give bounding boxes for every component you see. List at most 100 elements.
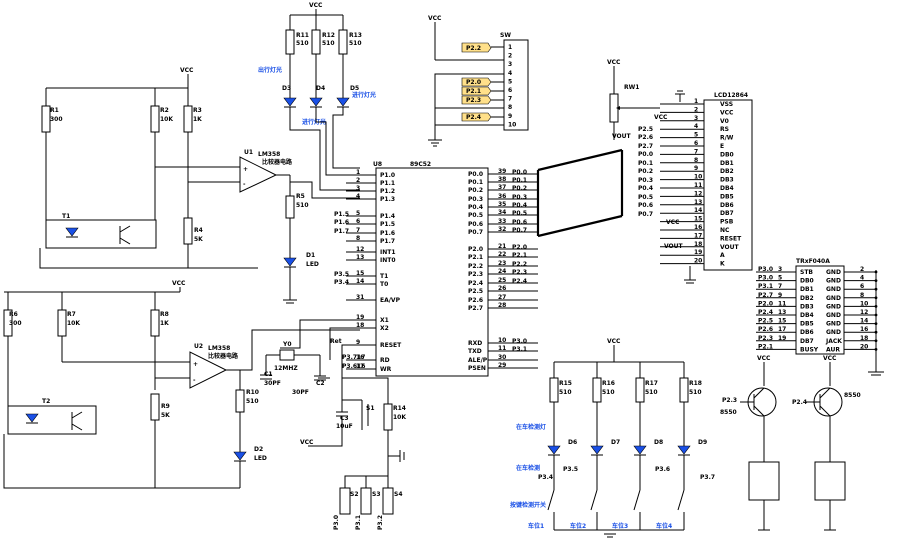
lcd-pin-num: 20 bbox=[694, 258, 702, 265]
d5-ref: D5 bbox=[350, 85, 359, 92]
pot-rw1: VCC RW1 VOUT bbox=[607, 59, 660, 140]
voice-pin-name: DB5 bbox=[800, 321, 814, 328]
r17-ref: R17 bbox=[645, 380, 658, 387]
voice-net: P3.0 bbox=[758, 266, 773, 273]
switch-1[interactable] bbox=[547, 489, 555, 511]
mcu-pin-num: 6 bbox=[356, 218, 360, 225]
voice-pin-num: 12 bbox=[860, 309, 868, 316]
c1-val: 30PF bbox=[264, 380, 281, 387]
lcd-pin-name: RS bbox=[720, 126, 729, 133]
d1-ref: D1 bbox=[306, 252, 315, 259]
u2-sub: 比较器电路 bbox=[208, 352, 239, 360]
key-s2[interactable] bbox=[339, 487, 351, 515]
r12-val: 510 bbox=[322, 40, 335, 47]
lcd-pin-name: E bbox=[720, 143, 724, 150]
mcu-pin-name: P2.1 bbox=[468, 254, 483, 261]
mcu-pin-name: EA/VP bbox=[380, 297, 401, 304]
u2-ref: U2 bbox=[194, 343, 203, 350]
led-caption-2: 在车检测 bbox=[516, 464, 540, 472]
r10-ref: R10 bbox=[246, 389, 259, 396]
tag-p23-text: P2.3 bbox=[466, 97, 481, 104]
mcu-pin-num: 31 bbox=[356, 294, 364, 301]
voice-pin-name: DB6 bbox=[800, 329, 814, 336]
lcd-pin-num: 1 bbox=[694, 98, 698, 105]
mcu-pin-num: 37 bbox=[498, 184, 506, 191]
mcu-pin-name: RESET bbox=[380, 342, 402, 349]
r13-val: 510 bbox=[349, 40, 362, 47]
key-s4[interactable] bbox=[382, 487, 394, 515]
d6-ref: D6 bbox=[568, 439, 577, 446]
pot-r4 bbox=[183, 217, 193, 245]
mcu-pin-num: 38 bbox=[498, 176, 506, 183]
mcu-pin-num: 15 bbox=[356, 270, 364, 277]
switch-4[interactable] bbox=[677, 489, 685, 511]
mcu-pin-name: INT1 bbox=[380, 249, 396, 256]
resistor-r5 bbox=[285, 195, 295, 219]
r17-val: 510 bbox=[645, 389, 658, 396]
net-p31: P3.1 bbox=[512, 346, 527, 353]
switch-caption: 按键检测开关 bbox=[510, 501, 546, 509]
voice-net: P2.6 bbox=[758, 326, 773, 333]
u1-plus: + bbox=[243, 166, 248, 173]
lcd-pin-num: 2 bbox=[694, 106, 698, 113]
pk-net-2: P3.6 bbox=[655, 466, 670, 473]
voice-pin-name: GND bbox=[826, 295, 841, 302]
lcd-pin-num: 18 bbox=[694, 241, 702, 248]
lcd-pin-name: V0 bbox=[720, 118, 729, 125]
car-label-2: 车位2 bbox=[570, 522, 586, 530]
mcu-pin-name: T0 bbox=[380, 281, 388, 288]
mcu-pin-num: 25 bbox=[498, 277, 506, 284]
key-net-0: P3.0 bbox=[333, 515, 340, 530]
lcd-net-db7: P0.7 bbox=[638, 211, 653, 218]
mcu-pin-name: ALE/P bbox=[468, 357, 488, 364]
lcd-pin-name: NC bbox=[720, 227, 730, 234]
voice-pin-name: DB0 bbox=[800, 278, 814, 285]
r15-ref: R15 bbox=[559, 380, 572, 387]
mcu-ref: U8 bbox=[373, 161, 382, 168]
lcd-pin-num: 6 bbox=[694, 140, 698, 147]
r13-ref: R13 bbox=[349, 32, 362, 39]
led-d2-icon bbox=[233, 451, 247, 461]
net-p17: P1.7 bbox=[334, 228, 349, 235]
voice-net: P2.7 bbox=[758, 292, 773, 299]
lcd-pin-name: K bbox=[720, 261, 725, 268]
sensor-circuit-1: VCC R1 300 R2 10K R3 1K T1 R4 5K + - bbox=[39, 67, 360, 304]
mcu-pin-num: 29 bbox=[498, 362, 506, 369]
mcu-pin-name: P0.4 bbox=[468, 204, 483, 211]
switch-3[interactable] bbox=[633, 489, 641, 511]
lcd-pin-name: DB1 bbox=[720, 160, 734, 167]
net-p02: P0.2 bbox=[512, 185, 527, 192]
voice-pin-num: 17 bbox=[778, 326, 786, 333]
r8-ref: R8 bbox=[160, 311, 169, 318]
mcu-pin-num: 30 bbox=[498, 354, 506, 361]
mcu-pin-num: 9 bbox=[356, 339, 360, 346]
voice-pin-num: 16 bbox=[860, 326, 868, 333]
mcu-pin-num: 24 bbox=[498, 268, 506, 275]
mcu-pin-name: P2.7 bbox=[468, 305, 483, 312]
lcd-pin-num: 7 bbox=[694, 148, 698, 155]
lcd-pin-name: A bbox=[720, 252, 725, 259]
mcu-pin-num: 18 bbox=[356, 322, 364, 329]
lcd-vout: VOUT bbox=[664, 243, 684, 250]
mcu-pin-name: P1.7 bbox=[380, 238, 395, 245]
qr-net: P2.4 bbox=[792, 399, 807, 406]
net-p20: P2.0 bbox=[512, 244, 527, 251]
s2-vcc: VCC bbox=[172, 280, 186, 287]
sw-vcc: VCC bbox=[428, 15, 442, 22]
optocoupler-t1 bbox=[45, 219, 157, 249]
mcu-part: 89C52 bbox=[410, 161, 431, 168]
pk-net-3: P3.7 bbox=[700, 474, 715, 481]
lcd-pin-name: VCC bbox=[720, 109, 734, 116]
s4-ref: S4 bbox=[394, 491, 403, 498]
resistor-r14 bbox=[383, 403, 393, 431]
r18-ref: R18 bbox=[689, 380, 702, 387]
lcd-net-rs: P2.5 bbox=[638, 126, 653, 133]
r14-ref: R14 bbox=[393, 405, 406, 412]
mcu-pin-num: 39 bbox=[498, 168, 506, 175]
switch-2[interactable] bbox=[590, 489, 598, 511]
key-s3[interactable] bbox=[360, 487, 372, 515]
voice-pin-num: 6 bbox=[860, 283, 864, 290]
key-net-1: P3.1 bbox=[355, 515, 362, 530]
speaker-right bbox=[814, 461, 846, 501]
